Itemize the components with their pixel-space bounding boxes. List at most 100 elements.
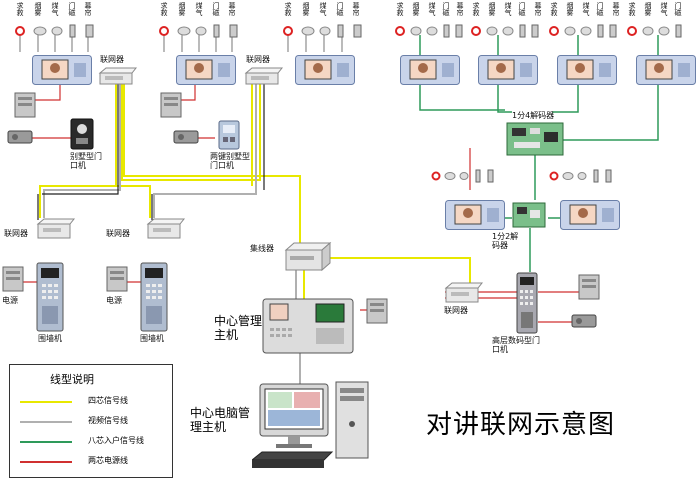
legend-item-eight-core: 八芯入户信号线 (20, 435, 170, 447)
power-supply-icon (366, 298, 388, 324)
sensor-label-door: 门磁 (674, 2, 682, 16)
sensor-label-help: 求救 (284, 2, 292, 16)
indoor-monitor-icon (400, 55, 460, 85)
legend-label: 视频信号线 (88, 416, 128, 425)
sensor-label-door: 门磁 (518, 2, 526, 16)
two-key-villa-station-icon (218, 120, 240, 150)
legend-swatch (20, 461, 72, 463)
decoder-1to4-label: 1分4解码器 (512, 111, 555, 120)
decoder-1to2-label: 1分2解码器 (492, 232, 519, 250)
indoor-monitor-icon (32, 55, 92, 85)
sensor-label-gas: 煤气 (195, 2, 203, 16)
wall-unit-label: 围墙机 (140, 334, 164, 343)
sensor-row-right-icons (395, 24, 682, 38)
legend-item-four-core: 四芯信号线 (20, 395, 170, 407)
legend-swatch (20, 441, 72, 443)
sensor-label-smoke: 烟雾 (566, 2, 574, 16)
sensor-label-gas: 煤气 (582, 2, 590, 16)
sensor-label-door: 门磁 (336, 2, 344, 16)
sensor-row-2-icons (159, 24, 238, 38)
network-controller-icon (244, 67, 284, 85)
indoor-monitor-icon (557, 55, 617, 85)
sensor-label-door: 门磁 (596, 2, 604, 16)
network-controller-label: 联网器 (246, 55, 270, 64)
decoder-1to2-icon (512, 202, 546, 228)
central-management-host-label: 中心管理主机 (214, 314, 263, 342)
high-rise-door-station-label: 高层数码型门口机 (492, 336, 540, 354)
power-supply-icon (2, 266, 24, 292)
central-management-host-icon (262, 298, 354, 354)
hub-icon (284, 242, 332, 272)
sensor-label-gas: 煤气 (51, 2, 59, 16)
power-label: 电源 (106, 296, 122, 305)
legend: 线型说明 四芯信号线 视频信号线 八芯入户信号线 两芯电源线 (9, 364, 173, 478)
sensor-label-gas: 煤气 (428, 2, 436, 16)
sensor-label-gas: 煤气 (504, 2, 512, 16)
legend-title: 线型说明 (50, 373, 94, 386)
high-rise-door-station-icon (516, 272, 538, 334)
sensor-label-curtain: 幕帘 (456, 2, 464, 16)
legend-swatch (20, 421, 72, 423)
two-key-villa-station-label: 两键别墅型门口机 (210, 152, 250, 170)
central-pc-label: 中心电脑管理主机 (190, 406, 251, 434)
network-controller-icon (444, 282, 484, 303)
electric-lock-icon (7, 130, 33, 144)
power-supply-icon (160, 92, 182, 118)
legend-label: 四芯信号线 (88, 396, 128, 405)
sensor-label-door: 门磁 (212, 2, 220, 16)
sensor-label-smoke: 烟雾 (302, 2, 310, 16)
indoor-monitor-icon (478, 55, 538, 85)
sensor-label-smoke: 烟雾 (412, 2, 420, 16)
legend-label: 两芯电源线 (88, 456, 128, 465)
sensor-label-help: 求救 (396, 2, 404, 16)
sensor-row-icons (431, 169, 494, 183)
network-controller-label: 联网器 (4, 229, 28, 238)
sensor-label-door: 门磁 (442, 2, 450, 16)
sensor-label-help: 求救 (16, 2, 24, 16)
electric-lock-icon (571, 314, 597, 328)
sensor-label-curtain: 幕帘 (612, 2, 620, 16)
power-supply-icon (578, 274, 600, 300)
sensor-label-help: 求救 (628, 2, 636, 16)
sensor-label-smoke: 烟雾 (488, 2, 496, 16)
sensor-label-help: 求救 (472, 2, 480, 16)
sensor-label-smoke: 烟雾 (644, 2, 652, 16)
decoder-1to4-icon (506, 122, 564, 156)
network-controller-label: 联网器 (106, 229, 130, 238)
legend-label: 八芯入户信号线 (88, 436, 144, 445)
sensor-label-smoke: 烟雾 (34, 2, 42, 16)
villa-door-station-icon (70, 118, 94, 150)
sensor-row-icons (549, 169, 612, 183)
network-controller-icon (36, 218, 76, 239)
legend-item-video: 视频信号线 (20, 415, 170, 427)
sensor-label-curtain: 幕帘 (228, 2, 236, 16)
sensor-row-1-icons (15, 24, 94, 38)
legend-swatch (20, 401, 72, 403)
sensor-label-curtain: 幕帘 (84, 2, 92, 16)
sensor-label-smoke: 烟雾 (178, 2, 186, 16)
sensor-label-gas: 煤气 (319, 2, 327, 16)
legend-item-power: 两芯电源线 (20, 455, 170, 467)
central-pc-icon (252, 381, 369, 468)
power-supply-icon (106, 266, 128, 292)
indoor-monitor-icon (445, 200, 505, 230)
power-label: 电源 (2, 296, 18, 305)
indoor-monitor-icon (636, 55, 696, 85)
sensor-label-gas: 煤气 (660, 2, 668, 16)
wall-unit-label: 围墙机 (38, 334, 62, 343)
indoor-monitor-icon (560, 200, 620, 230)
wall-unit-icon (140, 262, 168, 332)
hub-label: 集线器 (250, 244, 274, 253)
sensor-label-help: 求救 (160, 2, 168, 16)
sensor-label-help: 求救 (550, 2, 558, 16)
network-controller-label: 联网器 (100, 55, 124, 64)
sensor-label-door: 门磁 (68, 2, 76, 16)
diagram-title: 对讲联网示意图 (426, 410, 616, 440)
indoor-monitor-icon (176, 55, 236, 85)
electric-lock-icon (173, 130, 199, 144)
network-controller-label: 联网器 (444, 306, 468, 315)
sensor-label-curtain: 幕帘 (534, 2, 542, 16)
indoor-monitor-icon (295, 55, 355, 85)
sensor-label-curtain: 幕帘 (352, 2, 360, 16)
